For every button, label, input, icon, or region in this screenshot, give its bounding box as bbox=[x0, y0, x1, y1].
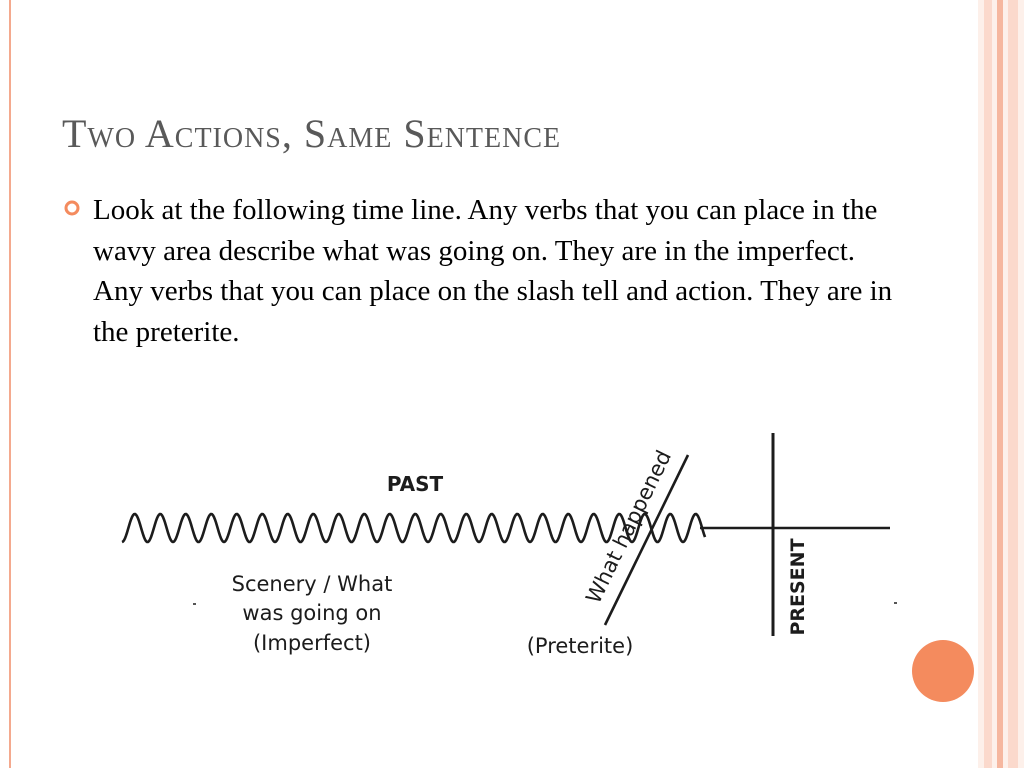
left-border-line bbox=[9, 0, 11, 768]
right-border-stripe-2 bbox=[997, 0, 1003, 768]
right-border-stripe-3 bbox=[1008, 0, 1018, 768]
slide-title: Two Actions, Same Sentence bbox=[62, 111, 562, 156]
orange-circle-decoration bbox=[912, 640, 974, 702]
tick-mark-left bbox=[193, 603, 196, 605]
wavy-line bbox=[121, 512, 707, 544]
bullet-circle-icon bbox=[64, 200, 80, 216]
imperfect-label-line-1: Scenery / What bbox=[232, 572, 393, 596]
imperfect-label-line-3: (Imperfect) bbox=[253, 631, 371, 655]
past-label: PAST bbox=[387, 472, 444, 496]
preterite-label: (Preterite) bbox=[527, 634, 634, 658]
right-border-stripe-1 bbox=[984, 0, 992, 768]
imperfect-label-line-2: was going on bbox=[242, 601, 381, 625]
bullet-text: Look at the following time line. Any ver… bbox=[93, 194, 893, 348]
slash-label: What happened bbox=[581, 447, 676, 608]
tick-mark-right bbox=[894, 602, 897, 604]
slash-line bbox=[603, 454, 690, 626]
present-label: PRESENT bbox=[787, 538, 809, 635]
